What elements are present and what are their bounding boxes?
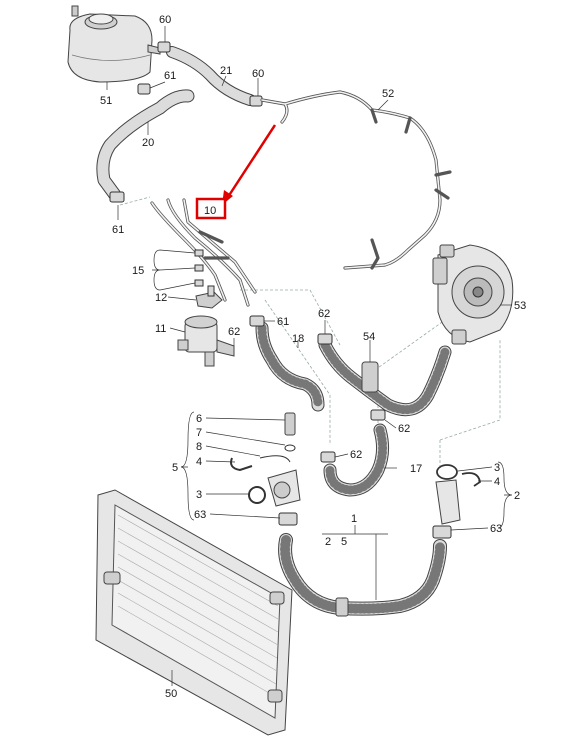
label-62-right: 62 <box>398 423 410 435</box>
hose-18 <box>249 315 325 412</box>
hose-20 <box>96 89 195 202</box>
label-21: 21 <box>220 65 232 77</box>
label-52: 52 <box>382 88 394 100</box>
expansion-tank <box>67 5 161 83</box>
connector-flange-left <box>230 412 301 526</box>
label-5-left: 5 <box>172 462 178 474</box>
label-3-right: 3 <box>494 462 500 474</box>
label-63-right: 63 <box>490 523 502 535</box>
connector-flange-right <box>432 464 481 539</box>
label-12: 12 <box>155 292 167 304</box>
label-3-left: 3 <box>196 489 202 501</box>
label-10-highlighted: 10 <box>204 205 216 217</box>
label-50: 50 <box>165 688 177 700</box>
label-8: 8 <box>196 441 202 453</box>
label-60-top: 60 <box>159 14 171 26</box>
highlight-callout: 10 <box>195 124 277 220</box>
dashed-guide-lines <box>119 196 501 470</box>
label-62-upper: 62 <box>318 308 330 320</box>
label-11: 11 <box>155 323 166 335</box>
label-17: 17 <box>410 463 422 475</box>
label-61-mid: 61 <box>277 316 289 328</box>
auxiliary-coolant-pump <box>177 315 235 367</box>
label-63-left: 63 <box>194 509 206 521</box>
label-61-upper: 61 <box>164 70 176 82</box>
label-2-lower: 2 <box>325 536 331 548</box>
callout-arrow-line <box>226 124 277 198</box>
label-7: 7 <box>196 427 202 439</box>
hose-21 <box>166 46 256 106</box>
callout-box <box>195 197 227 220</box>
label-20: 20 <box>142 137 154 149</box>
label-61-left: 61 <box>112 224 124 236</box>
hose-1 <box>278 533 447 617</box>
label-60-right: 60 <box>252 68 264 80</box>
bleed-pipe-52 <box>260 90 452 270</box>
label-4-left: 4 <box>196 456 202 468</box>
radiator <box>95 489 293 736</box>
label-62-lower: 62 <box>350 449 362 461</box>
label-53: 53 <box>514 300 526 312</box>
label-15: 15 <box>132 265 144 277</box>
hose-17 <box>320 409 390 497</box>
leader-lines <box>106 26 513 686</box>
label-51: 51 <box>100 95 112 107</box>
coolant-pipe-assembly <box>150 198 257 307</box>
label-1: 1 <box>351 513 357 525</box>
hose-54 <box>317 333 452 417</box>
label-5-lower: 5 <box>341 536 347 548</box>
part-number-labels: 60 21 60 61 51 52 20 61 15 12 11 62 61 6… <box>100 14 526 700</box>
bolts-and-bracket <box>194 249 223 309</box>
label-6: 6 <box>196 413 202 425</box>
label-2-right: 2 <box>514 490 520 502</box>
label-18: 18 <box>292 333 304 345</box>
hose-clamps-upper <box>109 41 263 203</box>
label-4-right: 4 <box>494 476 500 488</box>
coolant-pump-housing <box>432 244 514 345</box>
label-62-pump: 62 <box>228 326 240 338</box>
label-54: 54 <box>363 331 375 343</box>
